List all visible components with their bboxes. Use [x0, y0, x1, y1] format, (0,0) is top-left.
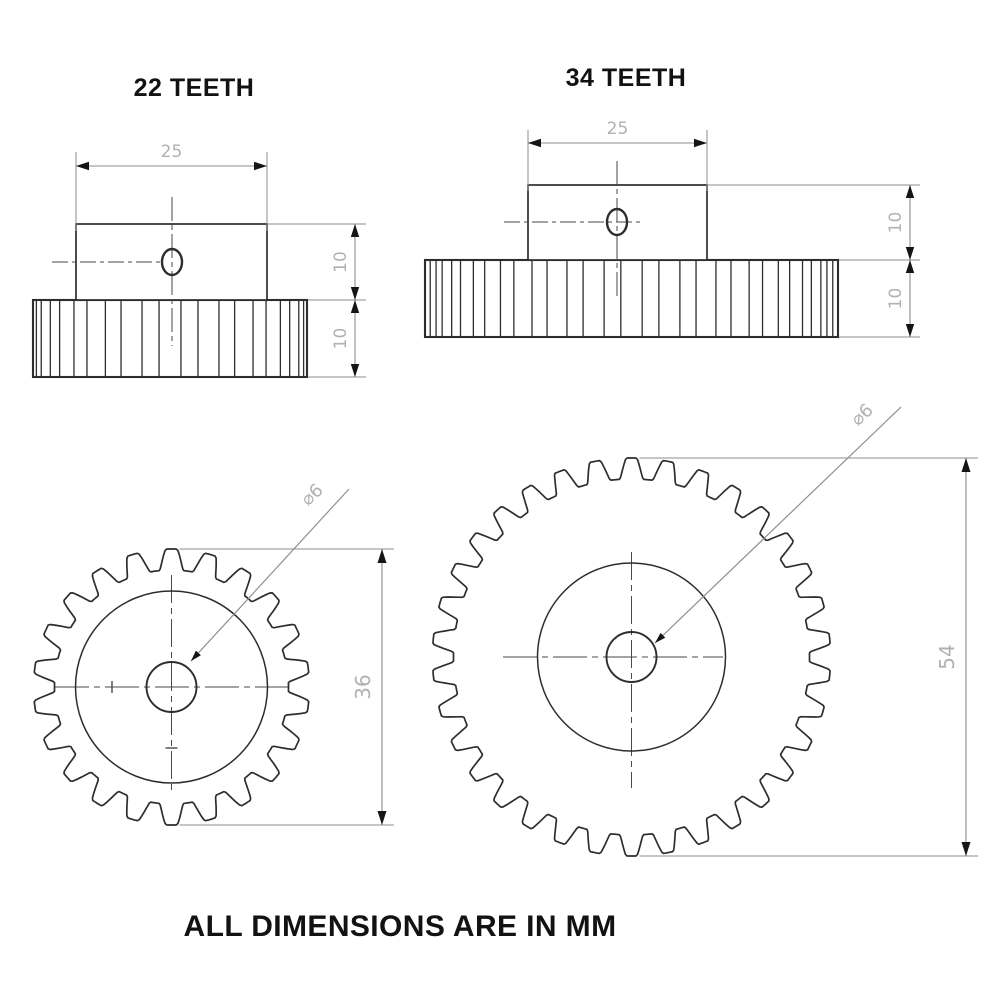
footer-note: ALL DIMENSIONS ARE IN MM [183, 910, 617, 943]
dimension-arrow [377, 811, 387, 825]
leader-line [654, 406, 902, 644]
gear-22-title: 22 TEETH [133, 74, 255, 102]
face-width-label: 10 [331, 328, 351, 350]
dimension-arrow [350, 300, 360, 313]
front-view-34-teeth: ⌀6 54 [432, 400, 978, 857]
dimension-arrow [76, 161, 89, 171]
dimension-arrow [905, 185, 915, 198]
dimension-arrow [350, 287, 360, 300]
gear-teeth-profile-lines [429, 260, 834, 337]
dimension-arrow [377, 549, 387, 563]
gear-34-title: 34 TEETH [565, 64, 687, 92]
gear-teeth-profile-lines [35, 300, 305, 377]
hub-height-label: 10 [886, 212, 906, 234]
outer-diameter-label: 54 [935, 644, 959, 669]
dimension-arrow [528, 138, 541, 148]
set-screw-hole [160, 247, 184, 277]
bore-diameter-callout: ⌀6 [654, 400, 902, 644]
height-dimensions: 10 10 [268, 223, 366, 378]
gear-body-side [423, 258, 840, 339]
dimension-arrow [905, 324, 915, 337]
dimension-arrow [961, 842, 971, 856]
outer-diameter-dimension: 54 [639, 457, 978, 857]
dimension-arrow [350, 224, 360, 237]
bore-diameter-callout: ⌀6 [190, 480, 350, 662]
outer-diameter-label: 36 [351, 674, 375, 699]
dimension-arrow [694, 138, 707, 148]
dimension-arrow [254, 161, 267, 171]
hub-width-dimension: 25 [75, 142, 268, 231]
outer-diameter-dimension: 36 [179, 548, 394, 826]
hub-height-label: 10 [331, 251, 351, 273]
bore-diameter-label: ⌀6 [297, 480, 328, 511]
front-view-22-teeth: ⌀6 36 [33, 480, 394, 826]
face-width-label: 10 [886, 288, 906, 310]
hub-width-dimension: 25 [527, 119, 708, 191]
hub-circle [74, 590, 269, 784]
leader-arrow [655, 632, 666, 643]
hub-circle [536, 562, 727, 752]
bore-circle [145, 661, 198, 713]
hub-width-label: 25 [607, 119, 629, 139]
height-dimensions: 10 10 [708, 184, 920, 338]
dimension-arrow [905, 247, 915, 260]
bore-diameter-label: ⌀6 [847, 400, 878, 431]
dimension-arrow [961, 458, 971, 472]
gear-teeth-outline [33, 548, 310, 826]
dimension-arrow [350, 364, 360, 377]
dimension-arrow [905, 260, 915, 273]
bore-circle [605, 631, 658, 683]
leader-line [190, 488, 350, 662]
hub-width-label: 25 [161, 142, 183, 162]
leader-arrow [191, 650, 201, 661]
set-screw-hole [605, 207, 629, 237]
side-view-22-teeth: 25 10 10 [31, 142, 366, 379]
gear-teeth-outline [432, 457, 831, 857]
side-view-34-teeth: 25 10 10 [423, 119, 920, 339]
